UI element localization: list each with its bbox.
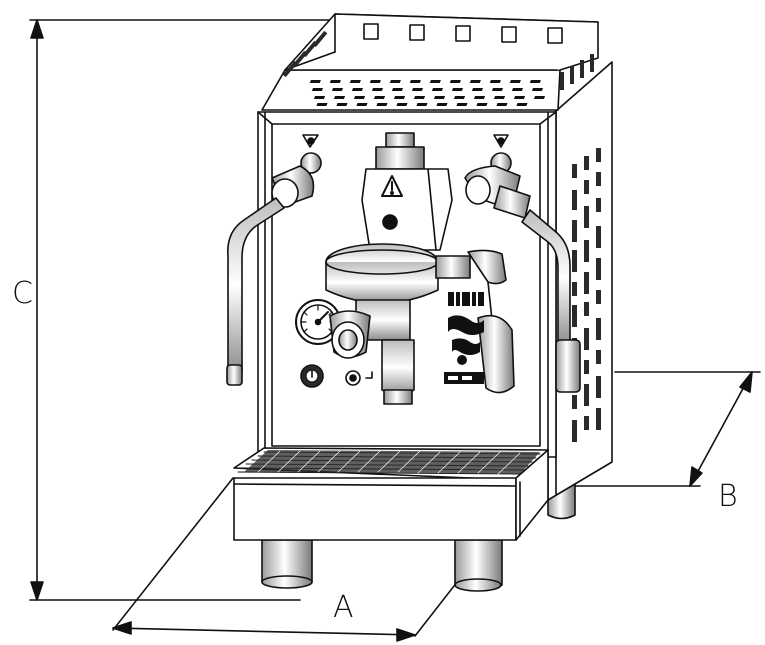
drip-tray: [233, 447, 549, 541]
tray-perforations: [309, 80, 546, 106]
indicator-light: [345, 370, 373, 386]
cup-warmer-tray: [261, 13, 599, 111]
rail-windows: [363, 23, 563, 44]
power-switch-icon: [300, 364, 324, 388]
dimension-c-label: C: [10, 275, 35, 313]
dimension-c: [29, 19, 331, 601]
portafilter: [329, 299, 415, 405]
warning-triangle-icon: [381, 175, 403, 197]
dimension-a-label: A: [333, 590, 354, 625]
dimension-b: [547, 371, 761, 487]
brand-graphic: [444, 292, 484, 384]
dimension-b-label: B: [718, 479, 738, 514]
left-steam-valve: [226, 134, 322, 386]
right-water-valve: [464, 134, 581, 393]
group-head: [325, 132, 515, 394]
